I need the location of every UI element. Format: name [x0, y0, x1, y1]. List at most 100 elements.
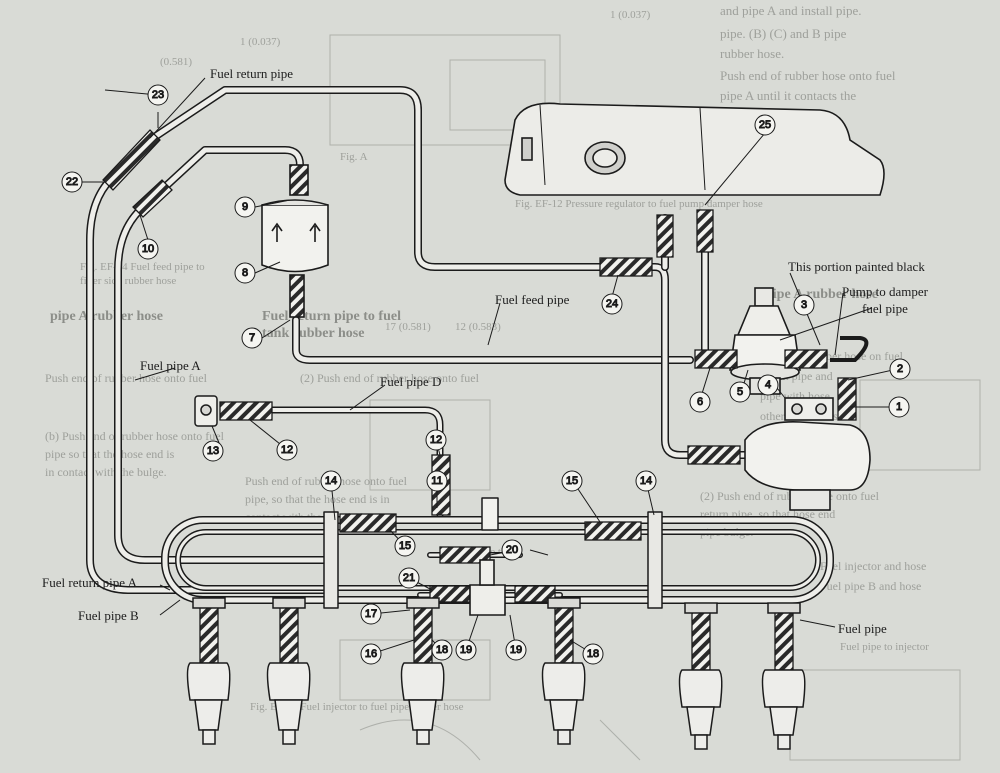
injector: [186, 597, 231, 745]
callout-14: 14: [635, 470, 657, 492]
ghost-text: rubber hose.: [720, 46, 784, 61]
callout-14: 14: [320, 470, 342, 492]
label-fuel-pipe-a: Fuel pipe A: [140, 358, 201, 373]
callout-1: 1: [888, 396, 910, 418]
ghost-text: Fig. A: [340, 151, 368, 163]
ghost-text: Fuel pipe B and hose: [820, 579, 921, 593]
callout-11: 11: [426, 470, 448, 492]
svg-text:17: 17: [365, 608, 377, 620]
ghost-text: (b) Push end of rubber hose onto fuel: [45, 429, 225, 443]
svg-text:22: 22: [66, 176, 78, 188]
callout-18: 18: [431, 639, 453, 661]
ghost-text: Fig. EF-14 Fuel feed pipe to: [80, 261, 205, 273]
svg-text:4: 4: [765, 379, 771, 391]
rubber-hoses: [102, 129, 857, 671]
callout-15: 15: [394, 535, 416, 557]
svg-text:19: 19: [460, 644, 472, 656]
ghost-heading: Fuel return pipe to fuel: [262, 309, 401, 324]
svg-text:24: 24: [606, 298, 618, 310]
callout-18: 18: [582, 643, 604, 665]
injector: [678, 602, 723, 750]
caption-filter: Fig. EF-12 Pressure regulator to fuel pu…: [515, 198, 763, 210]
callout-12: 12: [425, 429, 447, 451]
svg-text:18: 18: [436, 644, 448, 656]
ghost-text: 12 (0.583): [455, 321, 501, 333]
callout-7: 7: [241, 327, 263, 349]
callout-5: 5: [729, 381, 751, 403]
label-fuel-pipe-d: Fuel pipe D: [380, 374, 441, 389]
ghost-text: (2) Push end of rubber hose onto fuel: [300, 371, 480, 385]
label-fuel-pipe-b: Fuel pipe B: [78, 608, 139, 623]
svg-text:11: 11: [431, 475, 442, 487]
injector: [761, 602, 806, 750]
svg-text:18: 18: [587, 648, 599, 660]
svg-text:15: 15: [566, 475, 578, 487]
svg-text:2: 2: [897, 363, 903, 375]
fuel-tank: [504, 102, 885, 196]
label-pump-damper-line1: Pump to damper: [842, 284, 929, 299]
callout-10: 10: [137, 238, 159, 260]
fuel-pump-damper: [744, 336, 871, 511]
label-fuel-return-pipe-a: Fuel return pipe A: [42, 575, 138, 590]
fuel-filter: [261, 164, 329, 318]
label-fuel-return-pipe: Fuel return pipe: [210, 66, 293, 81]
callout-9: 9: [234, 196, 256, 218]
svg-text:16: 16: [365, 648, 377, 660]
label-pump-damper-line2: fuel pipe: [862, 301, 908, 316]
label-painted-black: This portion painted black: [788, 259, 925, 274]
ghost-para: pipe, so that the hose end is in: [245, 492, 390, 506]
callout-2: 2: [889, 358, 911, 380]
ghost-text: pipe A rubber hose: [50, 309, 163, 324]
svg-text:12: 12: [430, 434, 442, 446]
callout-17: 17: [360, 603, 382, 625]
ghost-heading: pipe A rubber hose: [765, 287, 878, 302]
ghost-text: Push end of rubber hose onto fuel: [45, 371, 208, 385]
svg-text:13: 13: [207, 445, 219, 457]
injector: [541, 597, 586, 745]
callout-6: 6: [689, 391, 711, 413]
callout-3: 3: [793, 294, 815, 316]
callout-23: 23: [147, 84, 169, 106]
ghost-text: Fuel pipe to injector: [840, 641, 929, 653]
ghost-text: pipe. (B) (C) and B pipe: [720, 26, 847, 41]
ghost-text: (0.581): [160, 56, 192, 68]
ghost-text: Fuel injector and hose: [820, 559, 926, 573]
callout-25: 25: [754, 114, 776, 136]
injector-side: [194, 395, 218, 427]
svg-text:20: 20: [506, 544, 518, 556]
ghost-text: 17 (0.581): [385, 321, 431, 333]
callout-19: 19: [505, 639, 527, 661]
svg-text:14: 14: [325, 475, 337, 487]
svg-text:21: 21: [403, 572, 415, 584]
callout-12: 12: [276, 439, 298, 461]
injector: [266, 597, 311, 745]
callout-19: 19: [455, 639, 477, 661]
callout-4: 4: [757, 374, 779, 396]
label-fuel-pipe: Fuel pipe: [838, 621, 887, 636]
svg-text:5: 5: [737, 386, 743, 398]
label-fuel-feed-pipe: Fuel feed pipe: [495, 292, 570, 307]
svg-text:14: 14: [640, 475, 652, 487]
svg-text:7: 7: [249, 332, 255, 344]
ghost-text: 1 (0.037): [240, 36, 281, 48]
ghost-text: filter side rubber hose: [80, 275, 176, 287]
callout-20: 20: [501, 539, 523, 561]
ghost-text: pipe so that the hose end is: [45, 447, 175, 461]
ghost-text: Push end of rubber hose onto fuel: [720, 68, 896, 83]
svg-text:19: 19: [510, 644, 522, 656]
ghost-heading: tank rubber hose: [262, 326, 364, 341]
svg-text:9: 9: [242, 201, 248, 213]
callout-13: 13: [202, 440, 224, 462]
callout-8: 8: [234, 262, 256, 284]
callout-22: 22: [61, 171, 83, 193]
ghost-text: and pipe A and install pipe.: [720, 3, 862, 18]
svg-text:25: 25: [759, 119, 771, 131]
callouts: 23 22 10 9 8 7 24 25 3 6 5 4 2 1 13 12 1…: [61, 84, 911, 665]
ghost-text: pipe A until it contacts the: [720, 88, 856, 103]
labels: Fuel return pipe Fuel feed pipe Fuel pip…: [42, 66, 929, 636]
svg-text:8: 8: [242, 267, 248, 279]
fuel-injectors: [186, 597, 806, 750]
injector: [400, 597, 445, 745]
